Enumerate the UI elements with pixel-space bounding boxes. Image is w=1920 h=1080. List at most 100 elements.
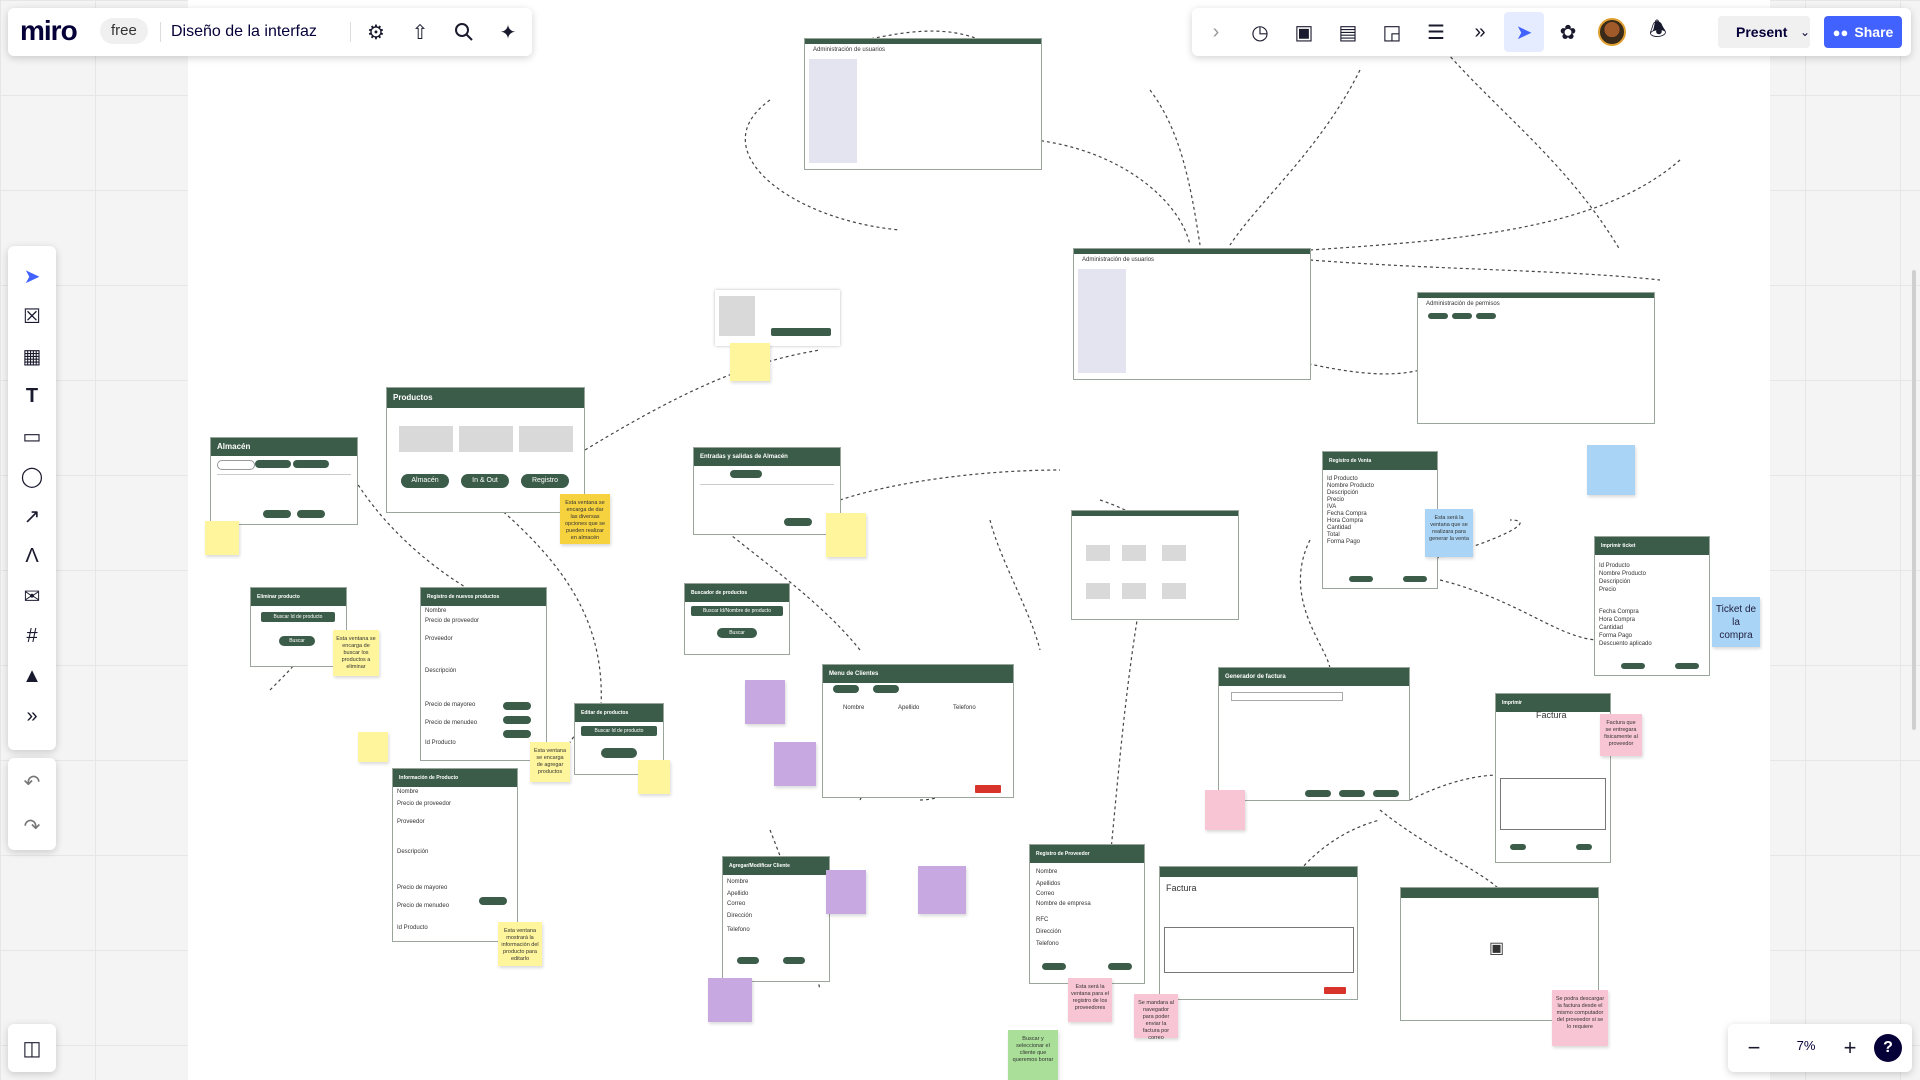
tab[interactable] bbox=[293, 460, 329, 468]
edit-button[interactable] bbox=[503, 716, 531, 724]
sticky-note[interactable] bbox=[358, 732, 388, 762]
tab[interactable] bbox=[217, 460, 255, 470]
help-button[interactable]: ? bbox=[1874, 1034, 1902, 1062]
search-input[interactable]: Buscar Id de producto bbox=[581, 726, 657, 736]
avatar[interactable] bbox=[1598, 18, 1626, 46]
login-button[interactable] bbox=[771, 328, 831, 336]
text-icon[interactable]: T bbox=[25, 384, 39, 407]
action-button[interactable] bbox=[263, 510, 291, 518]
action-button[interactable] bbox=[1373, 790, 1399, 797]
settings-icon[interactable]: ⚙ bbox=[367, 21, 385, 44]
register-button[interactable] bbox=[1108, 963, 1132, 970]
voting-icon[interactable]: ▣ bbox=[1294, 21, 1314, 44]
sticky-note[interactable] bbox=[826, 513, 866, 557]
search-input[interactable]: Buscar Id de producto bbox=[261, 612, 335, 622]
export-icon[interactable]: ⇧ bbox=[411, 21, 429, 44]
sidebar-toggle-icon[interactable]: ◫ bbox=[22, 1037, 42, 1060]
sticky-note[interactable]: Se mandara al navegador para poder envia… bbox=[1134, 994, 1178, 1041]
register-button[interactable] bbox=[783, 957, 805, 964]
pen-icon[interactable]: Λ bbox=[25, 544, 39, 567]
sticky-note[interactable] bbox=[745, 680, 785, 724]
sticky-note[interactable] bbox=[826, 870, 866, 914]
tab[interactable] bbox=[1476, 313, 1496, 319]
frame-admin-usuarios-top[interactable]: Administración de usuarios bbox=[804, 38, 1042, 170]
sticky-note[interactable] bbox=[638, 760, 670, 794]
add-button[interactable] bbox=[503, 702, 531, 710]
zoom-out-button[interactable]: − bbox=[1747, 1035, 1761, 1060]
frame-sticky-icon[interactable]: ☒ bbox=[23, 305, 41, 328]
tab[interactable] bbox=[1428, 313, 1448, 319]
sticky-note[interactable] bbox=[730, 343, 770, 381]
bell-icon[interactable]: 🕭 bbox=[1649, 19, 1667, 41]
timer-icon[interactable]: ◷ bbox=[1251, 21, 1269, 44]
frame-editar[interactable]: Editar de productos Buscar Id de product… bbox=[574, 703, 664, 775]
screen-focus-icon[interactable]: ◲ bbox=[1382, 21, 1402, 44]
reactions-icon[interactable]: ➤ bbox=[1504, 12, 1544, 52]
sticky-note[interactable] bbox=[205, 521, 239, 555]
sticky-note[interactable]: Esta ventana se encarga de dar las diver… bbox=[560, 494, 610, 544]
in-out-button[interactable]: In & Out bbox=[461, 474, 509, 488]
plan-badge[interactable]: free bbox=[100, 18, 148, 44]
zoom-in-button[interactable]: + bbox=[1843, 1035, 1857, 1060]
delete-button[interactable] bbox=[975, 785, 1001, 793]
delete-button[interactable] bbox=[503, 730, 531, 738]
frame-admin-usuarios[interactable]: Administración de usuarios bbox=[1073, 248, 1311, 380]
frame-entradas-salidas[interactable]: Entradas y salidas de Almacén bbox=[693, 447, 841, 535]
frame-imprimir-factura[interactable]: Imprimir Factura bbox=[1495, 693, 1611, 863]
frame-icon[interactable]: # bbox=[26, 624, 38, 647]
countdown-icon[interactable]: ▤ bbox=[1338, 21, 1358, 44]
sticky-note[interactable]: Buscar y seleccionar el cliente que quer… bbox=[1008, 1030, 1058, 1080]
vertical-scrollbar[interactable] bbox=[1912, 270, 1916, 730]
action-button[interactable] bbox=[297, 510, 325, 518]
sticky-note[interactable] bbox=[1587, 445, 1635, 495]
redo-icon[interactable]: ↷ bbox=[23, 815, 41, 838]
notes-icon[interactable]: ☰ bbox=[1427, 21, 1445, 44]
frame-eliminar[interactable]: Eliminar producto Buscar Id de producto … bbox=[250, 587, 347, 667]
frame-imprimir-ticket[interactable]: Imprimir ticket Id Producto Nombre Produ… bbox=[1594, 536, 1710, 676]
send-button[interactable] bbox=[1324, 987, 1346, 994]
registro-button[interactable]: Registro bbox=[521, 474, 569, 488]
sticky-note[interactable] bbox=[918, 866, 966, 914]
connector-icon[interactable]: ↗ bbox=[23, 505, 41, 528]
sticky-note[interactable] bbox=[1205, 790, 1245, 830]
cancel-button[interactable] bbox=[1349, 576, 1373, 582]
save-button[interactable] bbox=[479, 897, 507, 905]
undo-icon[interactable]: ↶ bbox=[23, 771, 41, 794]
sticky-note[interactable]: Esta será la ventana que se realizara pa… bbox=[1425, 509, 1473, 557]
frame-generador-factura[interactable]: Generador de factura bbox=[1218, 667, 1410, 801]
magic-icon[interactable]: ✦ bbox=[499, 21, 517, 44]
tab[interactable] bbox=[255, 460, 291, 468]
cancel-button[interactable] bbox=[1621, 663, 1645, 669]
sticky-note[interactable] bbox=[774, 742, 816, 786]
sticky-note[interactable]: Se podra descargar la factura desde el m… bbox=[1552, 990, 1608, 1046]
sticky-note[interactable]: Esta ventana se encarga de agregar produ… bbox=[530, 742, 570, 782]
tab[interactable] bbox=[1452, 313, 1472, 319]
more-chevron-icon[interactable]: » bbox=[1474, 20, 1486, 43]
edit-client-button[interactable] bbox=[873, 685, 899, 693]
frame-descarga-pdf[interactable]: ▣ bbox=[1400, 887, 1599, 1021]
frame-menu-clientes[interactable]: Menu de Clientes Nombre Apellido Telefon… bbox=[822, 664, 1014, 798]
frame-admin-permisos[interactable]: Administración de permisos bbox=[1417, 292, 1655, 424]
sticky-note[interactable]: Esta ventana mostrará la información del… bbox=[498, 922, 542, 966]
sticky-note-icon[interactable]: ▭ bbox=[22, 425, 42, 448]
frame-almacen[interactable]: Almacén bbox=[210, 437, 358, 525]
cancel-button[interactable] bbox=[1510, 844, 1526, 850]
search-button[interactable]: Buscar bbox=[717, 628, 757, 638]
register-button[interactable] bbox=[1403, 576, 1427, 582]
search-button[interactable]: Buscar bbox=[279, 636, 315, 646]
search-icon[interactable] bbox=[444, 12, 484, 52]
pdf-icon[interactable]: ▣ bbox=[1489, 940, 1505, 957]
print-button[interactable] bbox=[1576, 844, 1592, 850]
search-input[interactable]: Buscar Id/Nombre de producto bbox=[691, 606, 783, 616]
frame-registro-proveedor[interactable]: Registro de Proveedor Nombre Apellidos C… bbox=[1029, 844, 1145, 984]
sticky-note[interactable]: Esta será la ventana para el registro de… bbox=[1068, 978, 1112, 1022]
frame-login[interactable] bbox=[715, 290, 840, 346]
frame-registro-venta[interactable]: Registro de Venta Id Producto Nombre Pro… bbox=[1322, 451, 1438, 589]
comment-icon[interactable]: ✉ bbox=[23, 585, 41, 608]
search-field[interactable] bbox=[1231, 692, 1343, 701]
select-icon[interactable]: ➤ bbox=[23, 265, 41, 288]
cancel-button[interactable] bbox=[1042, 963, 1066, 970]
almacen-button[interactable]: Almacén bbox=[401, 474, 449, 488]
present-button[interactable]: Present bbox=[1718, 16, 1810, 48]
